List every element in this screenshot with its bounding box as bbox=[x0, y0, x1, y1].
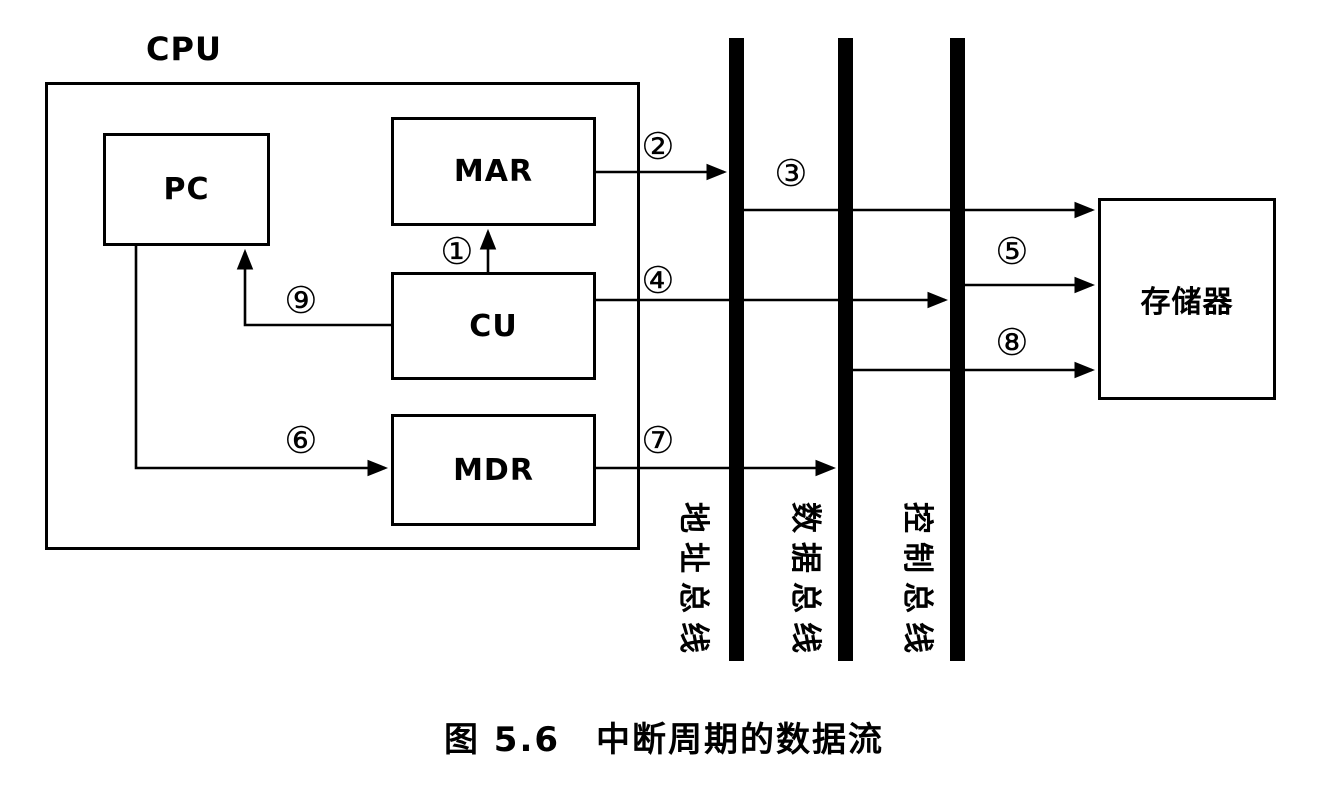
mar-box: MAR bbox=[391, 117, 596, 226]
step-1-marker: ① bbox=[440, 230, 474, 273]
cu-box: CU bbox=[391, 272, 596, 380]
address-bus-label: 地址总线 bbox=[675, 502, 711, 662]
step-3-marker: ③ bbox=[774, 152, 808, 195]
memory-box: 存储器 bbox=[1098, 198, 1276, 400]
step-8-marker: ⑧ bbox=[995, 321, 1029, 364]
step-6-marker: ⑥ bbox=[284, 419, 318, 462]
pc-box-label: PC bbox=[163, 172, 210, 207]
address-bus-bar bbox=[729, 38, 744, 661]
cpu-label: CPU bbox=[146, 30, 222, 68]
pc-box: PC bbox=[103, 133, 270, 246]
control-bus-bar bbox=[950, 38, 965, 661]
mdr-box-label: MDR bbox=[453, 452, 534, 488]
control-bus-label: 控制总线 bbox=[899, 502, 935, 662]
cpu-box bbox=[45, 82, 640, 550]
cu-box-label: CU bbox=[469, 308, 518, 344]
mdr-box: MDR bbox=[391, 414, 596, 526]
step-2-marker: ② bbox=[641, 125, 675, 168]
figure-caption: 图 5.6 中断周期的数据流 bbox=[443, 720, 885, 760]
step-4-marker: ④ bbox=[641, 259, 675, 302]
memory-box-label: 存储器 bbox=[1140, 285, 1234, 320]
step-9-marker: ⑨ bbox=[284, 279, 318, 322]
mar-box-label: MAR bbox=[453, 154, 534, 189]
data-bus-label: 数据总线 bbox=[787, 502, 823, 662]
data-bus-bar bbox=[838, 38, 853, 661]
step-7-marker: ⑦ bbox=[641, 419, 675, 462]
step-5-marker: ⑤ bbox=[995, 230, 1029, 273]
